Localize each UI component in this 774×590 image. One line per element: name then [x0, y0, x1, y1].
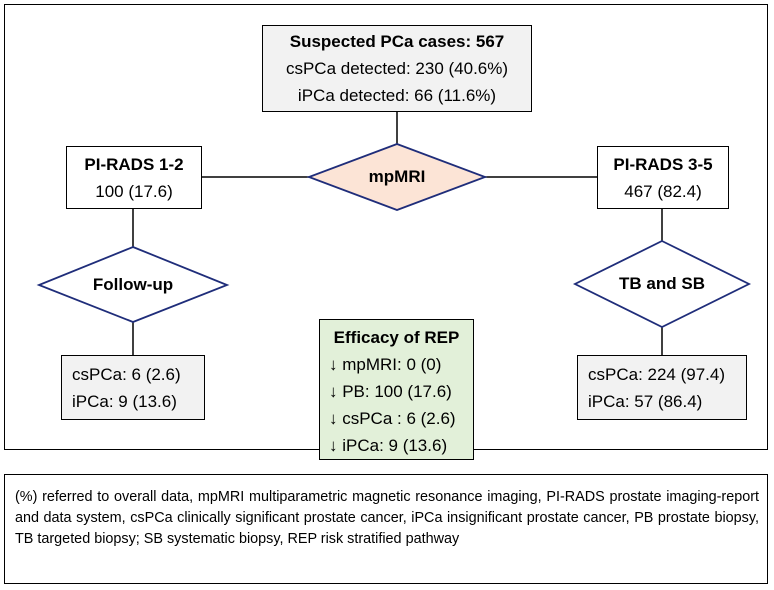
caption-box: (%) referred to overall data, mpMRI mult…	[4, 474, 768, 584]
tbsb-diamond	[572, 239, 752, 329]
tbsb-cspca-text: csPCa: 224 (97.4)	[588, 364, 726, 384]
pirads-3-5-value: 467 (82.4)	[624, 181, 702, 201]
pirads-1-2-value: 100 (17.6)	[95, 181, 173, 201]
efficacy-title: Efficacy of REP	[333, 328, 460, 347]
mpmri-diamond	[306, 143, 488, 211]
followup-diamond	[36, 246, 230, 323]
efficacy-item: ↓ PB: 100 (17.6)	[329, 382, 452, 401]
followup-ipca-text: iPCa: 9 (13.6)	[72, 391, 177, 411]
followup-cspca-text: csPCa: 6 (2.6)	[72, 364, 181, 384]
pirads-3-5-title: PI-RADS 3-5	[613, 154, 713, 174]
efficacy-box: Efficacy of REP ↓ mpMRI: 0 (0) ↓ PB: 100…	[319, 319, 474, 460]
suspected-cases-box: Suspected PCa cases: 567 csPCa detected:…	[262, 25, 532, 112]
caption-text: (%) referred to overall data, mpMRI mult…	[15, 489, 759, 547]
cspca-detected-text: csPCa detected: 230 (40.6%)	[285, 59, 509, 78]
tbsb-label: TB and SB	[619, 274, 705, 293]
mpmri-label: mpMRI	[368, 167, 426, 186]
tbsb-result-box: csPCa: 224 (97.4) iPCa: 57 (86.4)	[577, 355, 747, 420]
pirads-1-2-title: PI-RADS 1-2	[84, 154, 184, 174]
efficacy-item: ↓ iPCa: 9 (13.6)	[329, 436, 448, 455]
suspected-cases-title: Suspected PCa cases: 567	[289, 32, 505, 51]
pirads-3-5-box: PI-RADS 3-5 467 (82.4)	[597, 146, 729, 209]
efficacy-item: ↓ mpMRI: 0 (0)	[329, 355, 442, 374]
tbsb-ipca-text: iPCa: 57 (86.4)	[588, 391, 703, 411]
efficacy-item: ↓ csPCa : 6 (2.6)	[329, 409, 456, 428]
ipca-detected-text: iPCa detected: 66 (11.6%)	[297, 86, 497, 105]
pirads-1-2-box: PI-RADS 1-2 100 (17.6)	[66, 146, 202, 209]
followup-label: Follow-up	[92, 275, 174, 294]
followup-result-box: csPCa: 6 (2.6) iPCa: 9 (13.6)	[61, 355, 205, 420]
